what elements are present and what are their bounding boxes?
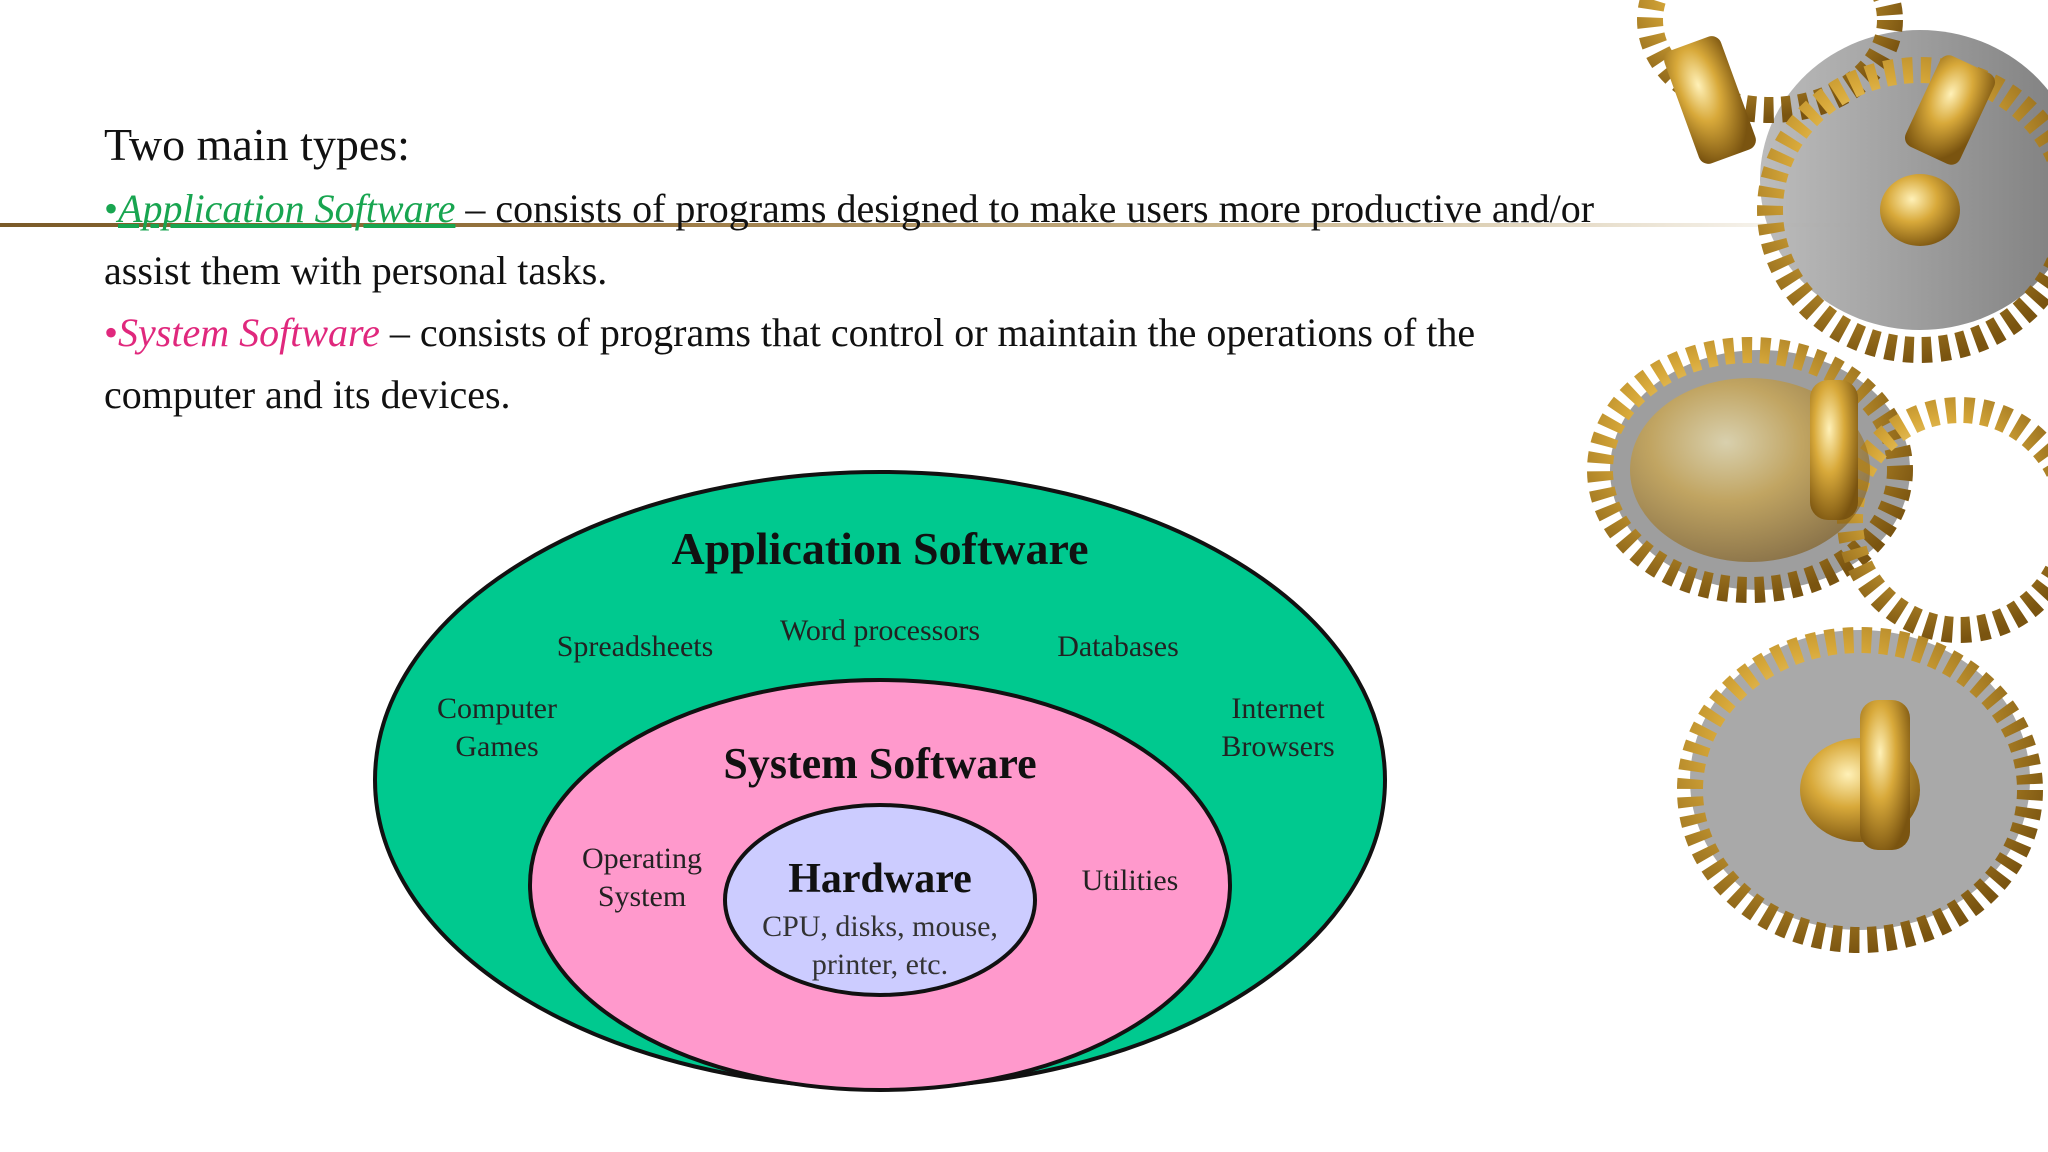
hardware-title: Hardware <box>788 856 972 902</box>
application-description-line2: assist them with personal tasks. <box>104 248 608 293</box>
system-description-line1: – consists of programs that control or m… <box>379 310 1476 355</box>
system-bullet: •System Software – consists of programs … <box>104 302 1604 364</box>
internet-browsers-label-line2: Browsers <box>1221 730 1334 763</box>
hardware-layer-ellipse <box>723 803 1037 997</box>
operating-system-label-line2: System <box>598 880 686 913</box>
hardware-examples-line2: printer, etc. <box>812 948 948 981</box>
software-layers-diagram: Application Software Spreadsheets Word p… <box>373 470 1387 1092</box>
application-bullet: •Application Software – consists of prog… <box>104 178 1604 240</box>
gears-illustration <box>1587 0 2048 953</box>
decorative-rule <box>0 223 1880 227</box>
application-software-term: Application Software <box>118 186 456 231</box>
bullet-marker: • <box>104 310 119 355</box>
databases-label: Databases <box>1057 630 1179 663</box>
spreadsheets-label: Spreadsheets <box>557 630 714 663</box>
system-software-term: System Software <box>118 310 380 355</box>
application-description-line1: – consists of programs designed to make … <box>455 186 1595 231</box>
utilities-label: Utilities <box>1082 864 1179 897</box>
system-software-title: System Software <box>723 739 1036 788</box>
internet-browsers-label-line1: Internet <box>1231 692 1325 725</box>
bullet-marker: • <box>104 186 119 231</box>
text-block: Two main types: •Application Software – … <box>104 112 1604 426</box>
computer-games-label-line1: Computer <box>437 692 557 725</box>
system-description-line2: computer and its devices. <box>104 372 511 417</box>
computer-games-label-line2: Games <box>455 730 538 763</box>
operating-system-label-line1: Operating <box>582 842 702 875</box>
hardware-examples-line1: CPU, disks, mouse, <box>762 910 998 943</box>
word-processors-label: Word processors <box>780 614 980 647</box>
application-software-title: Application Software <box>672 523 1089 574</box>
slide-heading: Two main types: <box>104 119 410 170</box>
